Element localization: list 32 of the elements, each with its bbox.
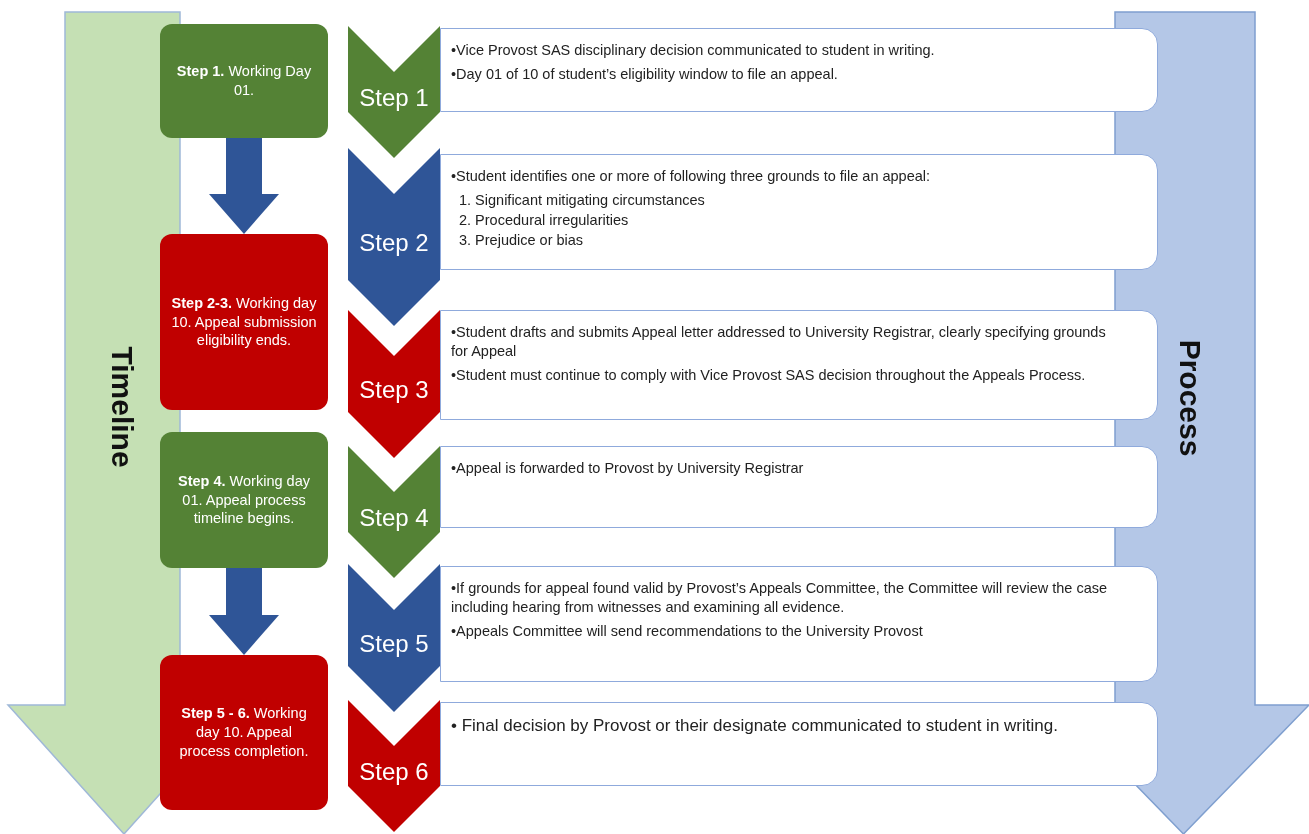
arrow <box>209 568 279 655</box>
timeline-box: Step 5 - 6. Working day 10. Appeal process completion. <box>160 655 328 810</box>
step-label: Step 4 <box>358 504 430 532</box>
bullet-text: •Day 01 of 10 of student’s eligibility window to file an appeal. <box>451 64 839 84</box>
bullet-text: •If grounds for appeal found valid by Provost’s Appeals Committee, the Committee will review the case including hearing from witnesses and examining all evidence. <box>451 579 1109 617</box>
bullet-text: 3. Prejudice or bias <box>458 230 585 250</box>
arrow-label: Timeline <box>105 346 139 468</box>
bullet-text: •Student must continue to comply with Vice Provost SAS decision throughout the Appeals Process. <box>451 365 1087 385</box>
bullet-text: • Final decision by Provost or their designate communicated to student in writing. <box>451 715 1059 737</box>
step-label: Step 1 <box>358 84 430 112</box>
bullet-text: •Appeals Committee will send recommendations to the University Provost <box>451 621 924 641</box>
bullet-text: •Vice Provost SAS disciplinary decision communicated to student in writing. <box>451 41 936 60</box>
bullet-text: 1. Significant mitigating circumstances <box>458 190 706 210</box>
text-panel <box>440 310 1158 420</box>
bullet-text: 2. Procedural irregularities <box>458 210 630 230</box>
timeline-box: Step 2-3. Working day 10. Appeal submission eligibility ends. <box>160 234 328 410</box>
bullet-text: •Student identifies one or more of following three grounds to file an appeal: <box>451 167 932 186</box>
bullet-text: •Student drafts and submits Appeal letter addressed to University Registrar, clearly specifying grounds for Appeal <box>451 323 1107 361</box>
timeline-box: Step 1. Working Day 01. <box>160 24 328 138</box>
step-label: Step 5 <box>358 630 430 658</box>
text-panel <box>440 28 1158 112</box>
arrow-label: Process <box>1173 339 1207 457</box>
step-label: Step 3 <box>358 376 430 404</box>
timeline-box: Step 4. Working day 01. Appeal process timeline begins. <box>160 432 328 568</box>
step-label: Step 2 <box>358 229 430 257</box>
bullet-text: •Appeal is forwarded to Provost by University Registrar <box>451 459 805 478</box>
text-panel <box>440 702 1158 786</box>
step-label: Step 6 <box>358 758 430 786</box>
arrow <box>209 138 279 234</box>
text-panel <box>440 154 1158 270</box>
text-panel <box>440 566 1158 682</box>
text-panel <box>440 446 1158 528</box>
